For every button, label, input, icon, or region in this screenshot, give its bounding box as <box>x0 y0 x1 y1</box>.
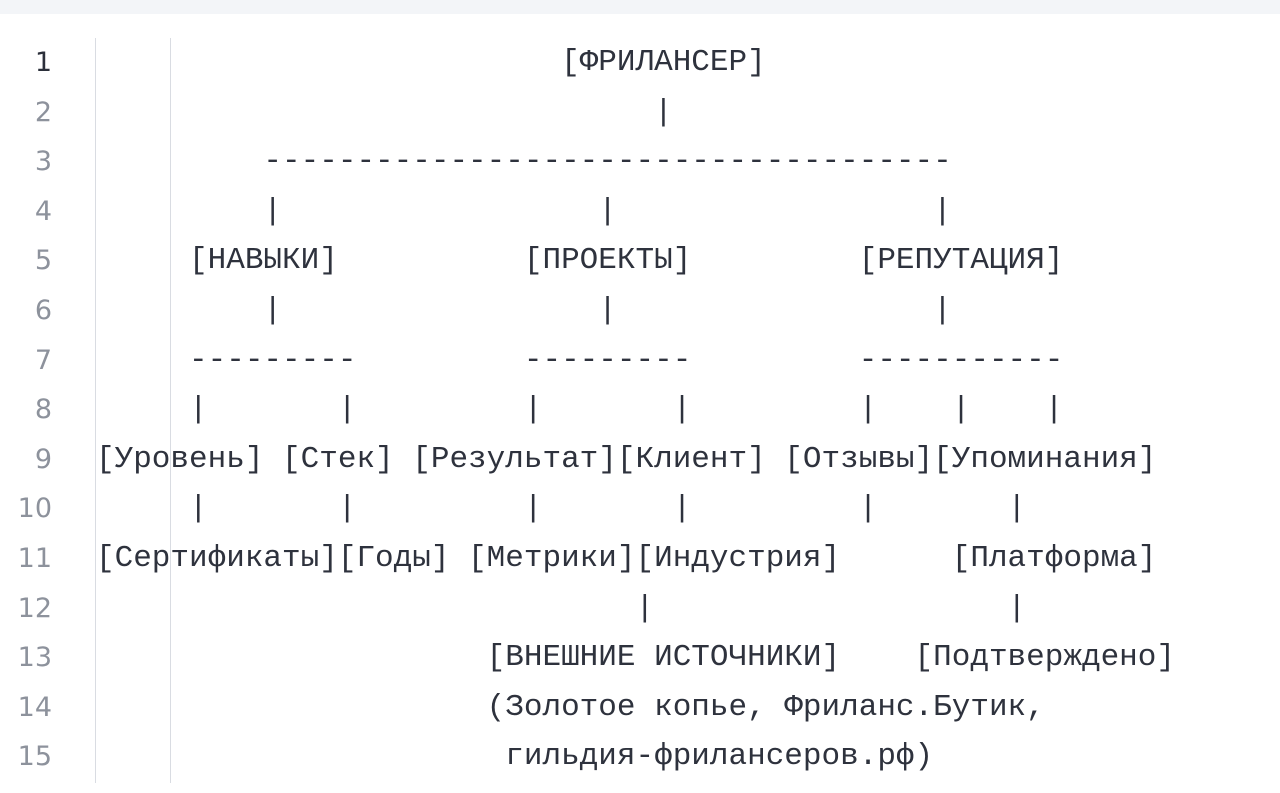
code-text[interactable]: (Золотое копье, Фриланс.Бутик, <box>96 689 1045 725</box>
code-text[interactable]: гильдия-фрилансеров.рф) <box>96 739 934 775</box>
code-line[interactable]: 11 [Сертификаты][Годы] [Метрики][Индустри… <box>0 534 1280 584</box>
code-line[interactable]: 1 [ФРИЛАНСЕР] <box>0 38 1280 88</box>
code-text[interactable]: ------------------------------------- <box>96 144 952 180</box>
code-line[interactable]: 8 | | | | | | | <box>0 385 1280 435</box>
line-number: 5 <box>34 245 52 277</box>
indent-guide <box>170 38 171 783</box>
code-line[interactable]: 13 [ВНЕШНИЕ ИСТОЧНИКИ] [Подтверждено] <box>0 633 1280 683</box>
code-line[interactable]: 14 (Золотое копье, Фриланс.Бутик, <box>0 683 1280 733</box>
line-number: 6 <box>34 294 52 326</box>
line-number: 8 <box>34 394 52 426</box>
editor-top-bar <box>0 0 1280 14</box>
code-text[interactable]: [Сертификаты][Годы] [Метрики][Индустрия]… <box>96 540 1157 576</box>
code-text[interactable]: [ВНЕШНИЕ ИСТОЧНИКИ] [Подтверждено] <box>96 640 1175 676</box>
code-line[interactable]: 7 --------- --------- ----------- <box>0 336 1280 386</box>
line-number: 15 <box>17 741 52 773</box>
line-number: 7 <box>34 344 52 376</box>
code-text[interactable]: [Уровень] [Стек] [Результат][Клиент] [От… <box>96 441 1157 477</box>
code-text[interactable]: | | | <box>96 292 952 328</box>
code-text[interactable]: [ФРИЛАНСЕР] <box>96 45 766 80</box>
code-text[interactable]: | <box>96 94 673 130</box>
indent-guide <box>95 38 96 783</box>
code-text[interactable]: | | | | | | <box>96 491 1027 527</box>
line-number: 10 <box>17 493 52 525</box>
code-line[interactable]: 10 | | | | | | <box>0 484 1280 534</box>
code-text[interactable]: --------- --------- ----------- <box>96 342 1064 378</box>
code-editor[interactable]: 1 [ФРИЛАНСЕР]2 |3 ----------------------… <box>0 38 1280 782</box>
code-text[interactable]: | | <box>96 590 1027 626</box>
line-number: 3 <box>34 146 52 178</box>
code-line[interactable]: 4 | | | <box>0 187 1280 237</box>
line-number: 2 <box>34 96 52 128</box>
code-line[interactable]: 5 [НАВЫКИ] [ПРОЕКТЫ] [РЕПУТАЦИЯ] <box>0 236 1280 286</box>
code-line[interactable]: 15 гильдия-фрилансеров.рф) <box>0 732 1280 782</box>
code-line[interactable]: 9 [Уровень] [Стек] [Результат][Клиент] [О… <box>0 435 1280 485</box>
line-number: 9 <box>34 443 52 475</box>
line-number: 12 <box>17 592 52 624</box>
line-number: 14 <box>17 691 52 723</box>
line-number: 11 <box>17 542 52 574</box>
code-text[interactable]: | | | <box>96 193 952 229</box>
code-line[interactable]: 12 | | <box>0 584 1280 634</box>
line-number: 4 <box>34 195 52 227</box>
code-line[interactable]: 3 ------------------------------------- <box>0 137 1280 187</box>
line-number: 13 <box>17 642 52 674</box>
code-text[interactable]: | | | | | | | <box>96 392 1064 428</box>
code-line[interactable]: 6 | | | <box>0 286 1280 336</box>
code-line[interactable]: 2 | <box>0 88 1280 138</box>
line-number: 1 <box>34 47 52 78</box>
code-text[interactable]: [НАВЫКИ] [ПРОЕКТЫ] [РЕПУТАЦИЯ] <box>96 243 1064 279</box>
